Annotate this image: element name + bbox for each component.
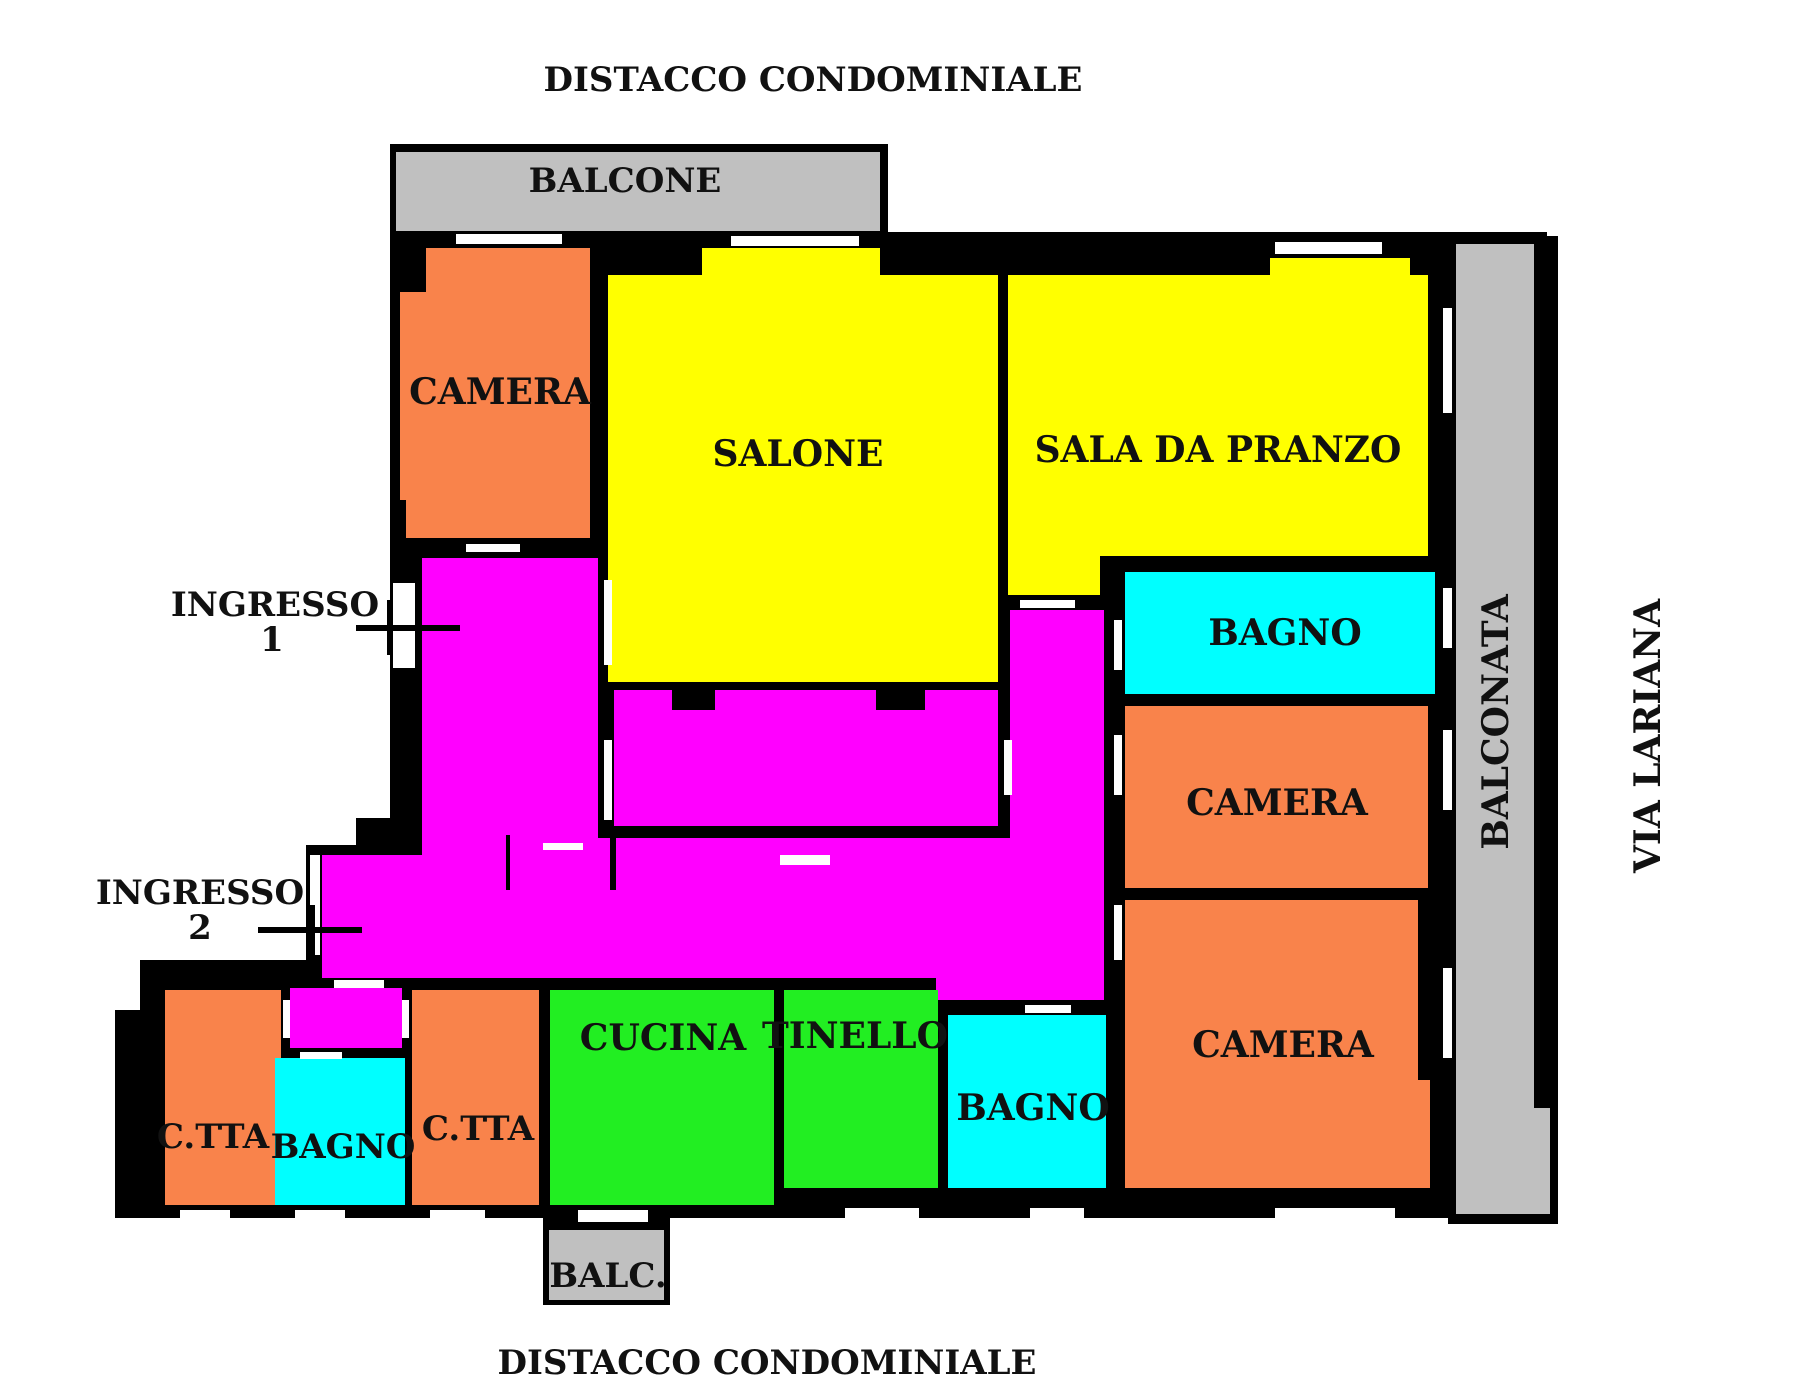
rooms [165,248,1435,1205]
label-bagno-left: BAGNO [271,1127,416,1167]
label-camera-right-bottom: CAMERA [1192,1024,1375,1066]
window [1275,1208,1395,1220]
room-bagno-center [948,1015,1106,1188]
window [1030,1208,1084,1220]
window [334,980,384,988]
window [180,1210,230,1218]
room-sala-da-pranzo [1008,258,1428,595]
window [1114,905,1122,960]
window [578,1210,648,1222]
window [1443,588,1452,648]
room-corridor [322,558,1104,1000]
room-camera-right-bottom [1125,900,1430,1188]
window [1275,242,1382,254]
window [295,1210,345,1218]
window [604,580,612,665]
window [466,544,520,552]
room-ctta-left [165,990,281,1205]
balc-area [549,1230,664,1300]
room-camera-top-left [400,248,590,538]
label-balconata: BALCONATA [1475,593,1517,849]
window [1020,600,1075,608]
balconies [396,152,1550,1300]
label-camera-top-left: CAMERA [409,371,592,413]
window [456,234,562,244]
room-corridor-small [290,988,402,1048]
room-cucina [550,990,774,1205]
window [430,1210,485,1218]
window [300,1052,342,1059]
label-salone: SALONE [713,433,884,475]
label-cucina: CUCINA [580,1017,747,1059]
label-ingresso-2-number: 2 [188,908,212,948]
label-ingresso-2: INGRESSO [96,873,304,913]
label-distacco-bottom: DISTACCO CONDOMINIALE [498,1343,1037,1383]
label-ingresso-1: INGRESSO [171,585,379,625]
window [1114,620,1122,670]
room-tinello [784,990,938,1188]
window [283,1000,290,1038]
wall-stub [506,835,510,890]
window [1443,730,1452,810]
window [543,843,583,850]
wall-stub [998,556,1008,596]
label-camera-right-mid: CAMERA [1186,782,1369,824]
wall-stub [998,275,1008,347]
window [402,1000,409,1038]
window [845,1208,919,1220]
label-tinello: TINELLO [762,1015,948,1057]
window [731,236,859,246]
room-bagno-right [1125,572,1435,694]
label-ingresso-1-number: 1 [260,620,284,660]
label-balc: BALC. [549,1256,666,1296]
balconata-area [1456,244,1550,1214]
label-distacco-top: DISTACCO CONDOMINIALE [544,60,1083,100]
window [604,740,612,820]
room-salone [608,248,998,682]
interior-walls [506,275,1008,890]
window [1443,308,1452,413]
window [1114,735,1122,795]
window [1004,740,1012,795]
label-balcone: BALCONE [529,161,722,201]
wall-stub [610,835,616,890]
room-ctta-mid [412,990,539,1205]
label-ctta-mid: C.TTA [422,1109,535,1149]
window [780,855,830,865]
room-camera-right-mid [1125,706,1428,888]
label-bagno-right: BAGNO [1208,612,1361,654]
label-sala-da-pranzo: SALA DA PRANZO [1035,429,1402,471]
room-hall-center [614,690,998,826]
room-labels: CAMERA SALONE SALA DA PRANZO BAGNO CAMER… [157,371,1402,1167]
label-via-lariana: VIA LARIANA [1627,598,1669,874]
balcone-area [396,152,880,231]
label-bagno-center: BAGNO [956,1087,1109,1129]
label-ctta-left: C.TTA [157,1117,270,1157]
window [1025,1005,1071,1013]
room-bagno-left [275,1058,405,1205]
outside-labels: DISTACCO CONDOMINIALE DISTACCO CONDOMINI… [96,60,1669,1383]
entrance-markers [258,600,460,955]
window [1443,968,1452,1058]
